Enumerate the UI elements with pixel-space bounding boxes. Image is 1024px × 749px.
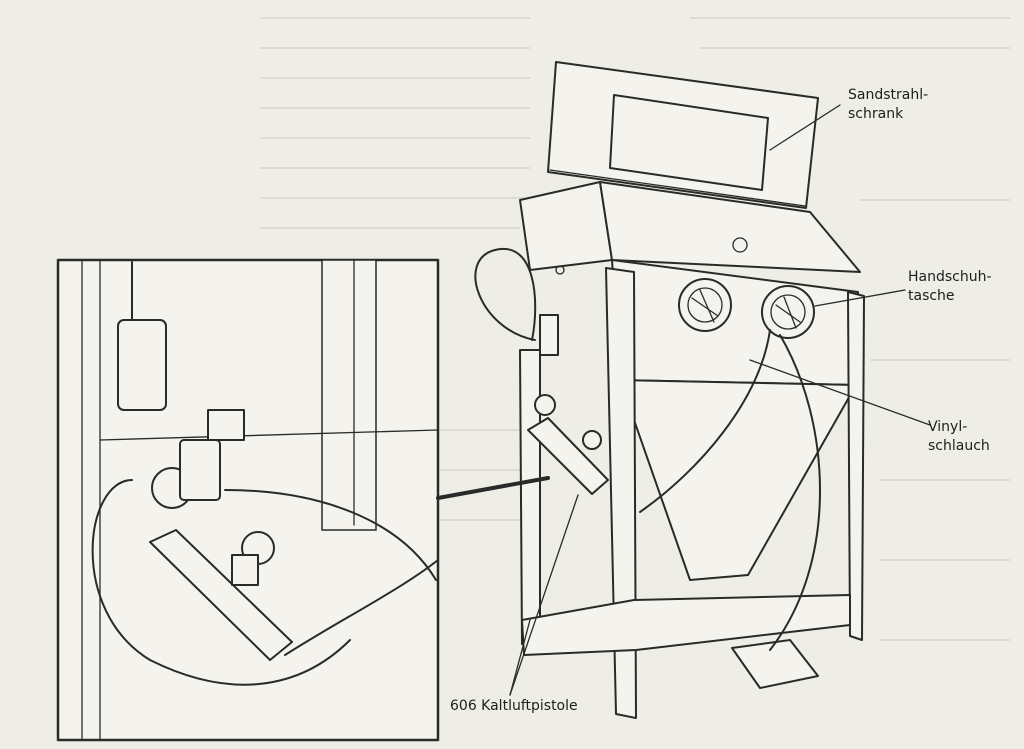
- glove-port-left: [678, 278, 732, 332]
- glove-port-right: [761, 285, 815, 339]
- label-glove-line2: tasche: [908, 288, 955, 304]
- air-hose: [474, 247, 537, 341]
- sandblast-cabinet: [474, 61, 865, 719]
- cabinet-top-slope: [599, 181, 861, 273]
- label-hose-line2: schlauch: [928, 438, 990, 454]
- leader-gun: [509, 494, 579, 696]
- label-vinyl-hose: Vinyl- schlauch: [928, 418, 990, 456]
- lid-window: [609, 94, 769, 191]
- air-filter: [117, 319, 167, 411]
- label-cabinet-line1: Sandstrahl-: [848, 87, 929, 103]
- label-cabinet-line2: schrank: [848, 106, 904, 122]
- background-text-lines: [260, 17, 1010, 641]
- rear-left-leg: [519, 349, 541, 645]
- pedal-hose: [769, 334, 821, 651]
- cabinet-hopper: [619, 379, 857, 581]
- front-right-leg: [847, 291, 865, 641]
- inset-connector: [436, 476, 550, 500]
- label-glove-line1: Handschuh-: [908, 269, 992, 285]
- detail-inset: [56, 258, 440, 742]
- inset-frame: [56, 258, 440, 742]
- leader-cabinet: [769, 104, 841, 151]
- inset-gun: [149, 529, 293, 661]
- vinyl-hose: [639, 329, 771, 513]
- label-glove-port: Handschuh- tasche: [908, 268, 992, 306]
- leader-glove: [814, 289, 906, 307]
- frame-base: [521, 594, 851, 656]
- cabinet-front-panel: [611, 259, 859, 386]
- label-cold-air-gun: 606 Kaltluftpistole: [450, 698, 578, 714]
- cabinet-side-panel: [519, 181, 613, 271]
- foot-pedal: [731, 639, 819, 689]
- leader-gun-secondary: [509, 619, 531, 696]
- leader-hose: [749, 359, 931, 426]
- label-hose-line1: Vinyl-: [928, 419, 968, 435]
- label-sandblast-cabinet: Sandstrahl- schrank: [848, 86, 928, 124]
- cabinet-gun: [527, 314, 609, 495]
